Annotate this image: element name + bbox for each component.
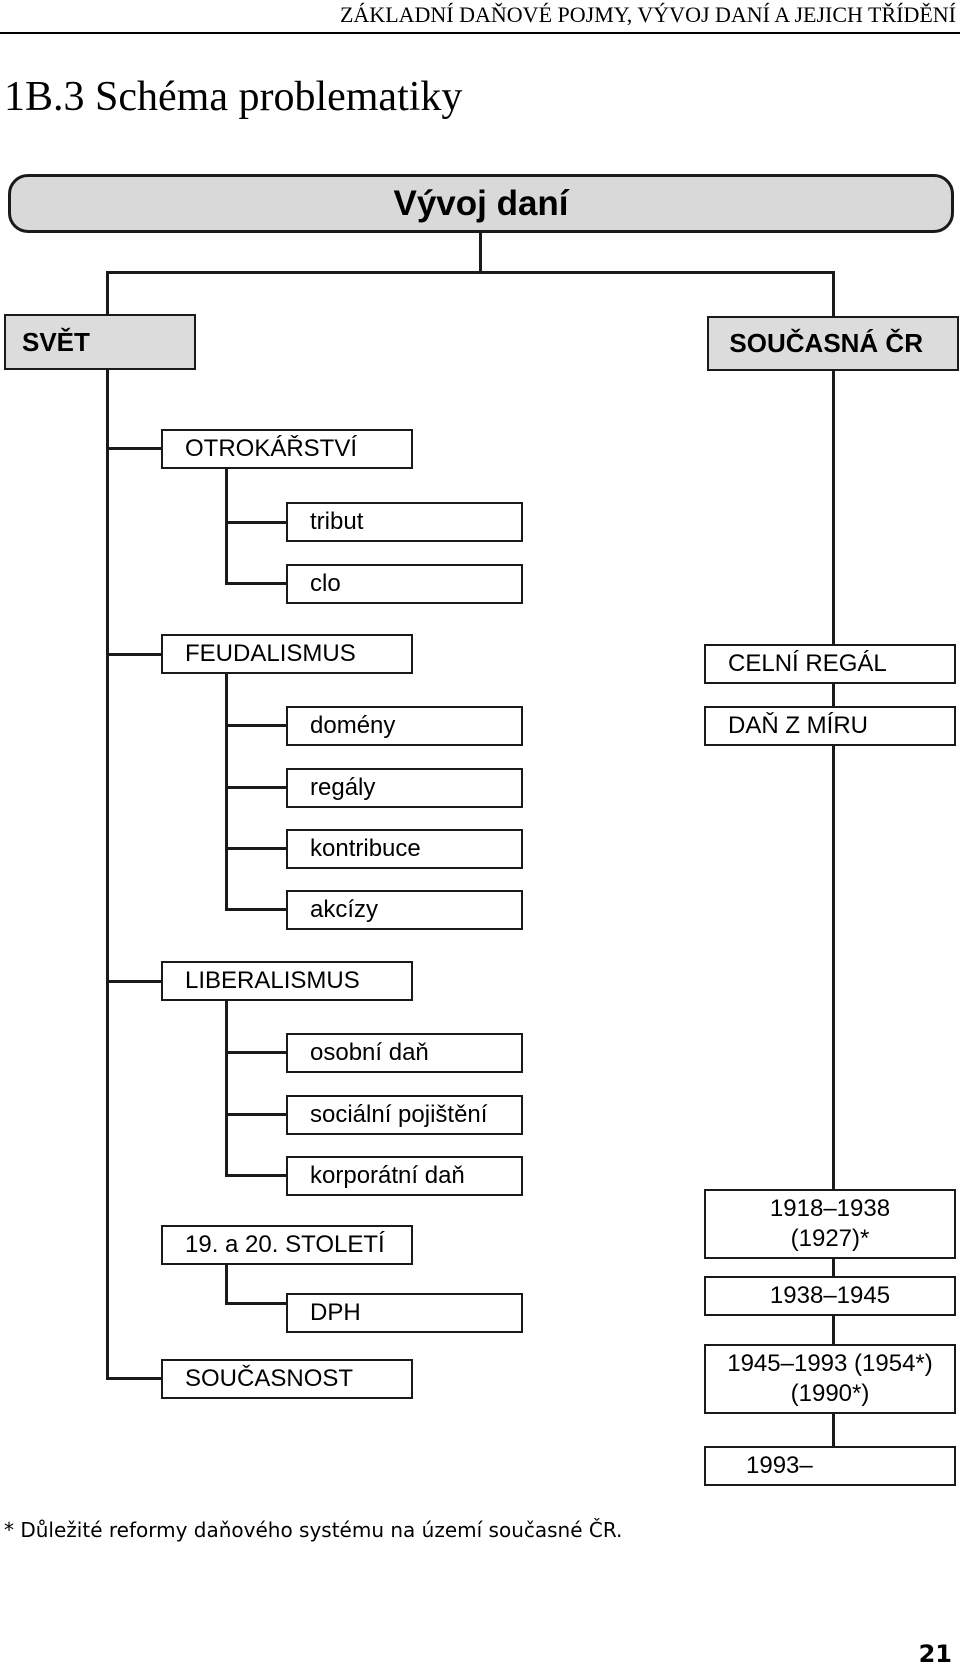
connector-item <box>225 582 287 585</box>
connector-item <box>225 1113 287 1116</box>
connector-era-otrokarstvi <box>106 447 162 450</box>
era-spine-19-20-stoleti <box>225 1265 228 1305</box>
item-label: korporátní daň <box>310 1162 465 1189</box>
footnote: * Důležité reformy daňového systému na ú… <box>4 1518 623 1542</box>
era-spine-otrokarstvi <box>225 469 228 585</box>
item-node-dph: DPH <box>286 1293 523 1333</box>
connector-to-world <box>106 271 109 315</box>
item-node-akcizy: akcízy <box>286 890 523 930</box>
connector-item <box>225 521 287 524</box>
cz-period-1938-1945: 1938–1945 <box>704 1276 956 1316</box>
item-node-osobni-dan: osobní daň <box>286 1033 523 1073</box>
section-title: 1B.3 Schéma problematiky <box>4 74 463 120</box>
item-node-regaly: regály <box>286 768 523 808</box>
connector-root-down <box>479 233 482 273</box>
world-node: SVĚT <box>4 314 196 370</box>
cz-period-label: 1993– <box>746 1452 813 1479</box>
era-label: LIBERALISMUS <box>185 967 360 994</box>
item-node-socialni-pojisteni: sociální pojištění <box>286 1095 523 1135</box>
item-label: akcízy <box>310 896 379 923</box>
world-node-label: SVĚT <box>22 326 90 357</box>
cz-period-label: 1938–1945 <box>769 1282 891 1309</box>
era-node-feudalismus: FEUDALISMUS <box>161 634 413 674</box>
era-node-soucasnost: SOUČASNOST <box>161 1359 413 1399</box>
item-node-tribut: tribut <box>286 502 523 542</box>
cz-spine <box>832 371 835 1446</box>
connector-item <box>225 1051 287 1054</box>
connector-era-soucasnost <box>106 1377 162 1380</box>
cz-item-label: DAŇ Z MÍRU <box>728 712 868 739</box>
era-label: SOUČASNOST <box>185 1365 354 1392</box>
running-header-text: ZÁKLADNÍ DAŇOVÉ POJMY, VÝVOJ DANÍ A JEJI… <box>339 2 956 27</box>
item-label: regály <box>310 774 376 801</box>
cz-item-dan-z-miru: DAŇ Z MÍRU <box>704 706 956 746</box>
connector-era-feudalismus <box>106 653 162 656</box>
era-node-19-20-stoleti: 19. a 20. STOLETÍ <box>161 1225 413 1265</box>
connector-item <box>225 847 287 850</box>
item-label: domény <box>310 712 396 739</box>
item-node-kontribuce: kontribuce <box>286 829 523 869</box>
diagram-root-node: Vývoj daní <box>8 174 954 233</box>
connector-item <box>225 908 287 911</box>
cz-node: SOUČASNÁ ČR <box>707 316 959 371</box>
connector-to-cz <box>832 271 835 317</box>
page-number: 21 <box>918 1640 952 1668</box>
era-spine-feudalismus <box>225 674 228 911</box>
item-node-domeny: domény <box>286 706 523 746</box>
cz-period-label: 1918–1938 (1927)* <box>769 1195 891 1252</box>
cz-node-label: SOUČASNÁ ČR <box>729 328 923 358</box>
era-node-otrokarstvi: OTROKÁŘSTVÍ <box>161 429 413 469</box>
running-header: ZÁKLADNÍ DAŇOVÉ POJMY, VÝVOJ DANÍ A JEJI… <box>0 0 960 34</box>
item-label: osobní daň <box>310 1039 429 1066</box>
connector-era-liberalismus <box>106 980 162 983</box>
era-spine-liberalismus <box>225 1001 228 1177</box>
item-node-clo: clo <box>286 564 523 604</box>
era-node-liberalismus: LIBERALISMUS <box>161 961 413 1001</box>
era-label: OTROKÁŘSTVÍ <box>185 435 358 462</box>
connector-item <box>225 1302 287 1305</box>
item-label: DPH <box>310 1299 361 1326</box>
cz-period-1993: 1993– <box>704 1446 956 1486</box>
world-spine <box>106 370 109 1380</box>
connector-root-horizontal <box>106 271 835 274</box>
connector-item <box>225 1174 287 1177</box>
era-label: 19. a 20. STOLETÍ <box>185 1231 385 1258</box>
cz-period-1918-1938: 1918–1938 (1927)* <box>704 1189 956 1259</box>
cz-period-1945-1993: 1945–1993 (1954*) (1990*) <box>704 1344 956 1414</box>
item-node-korporatni-dan: korporátní daň <box>286 1156 523 1196</box>
connector-item <box>225 724 287 727</box>
item-label: sociální pojištění <box>310 1101 488 1128</box>
cz-item-label: CELNÍ REGÁL <box>728 650 887 677</box>
item-label: tribut <box>310 508 364 535</box>
era-label: FEUDALISMUS <box>185 640 356 667</box>
item-label: clo <box>310 570 341 597</box>
connector-item <box>225 786 287 789</box>
cz-period-label: 1945–1993 (1954*) (1990*) <box>727 1350 933 1407</box>
cz-item-celni-regal: CELNÍ REGÁL <box>704 644 956 684</box>
item-label: kontribuce <box>310 835 421 862</box>
